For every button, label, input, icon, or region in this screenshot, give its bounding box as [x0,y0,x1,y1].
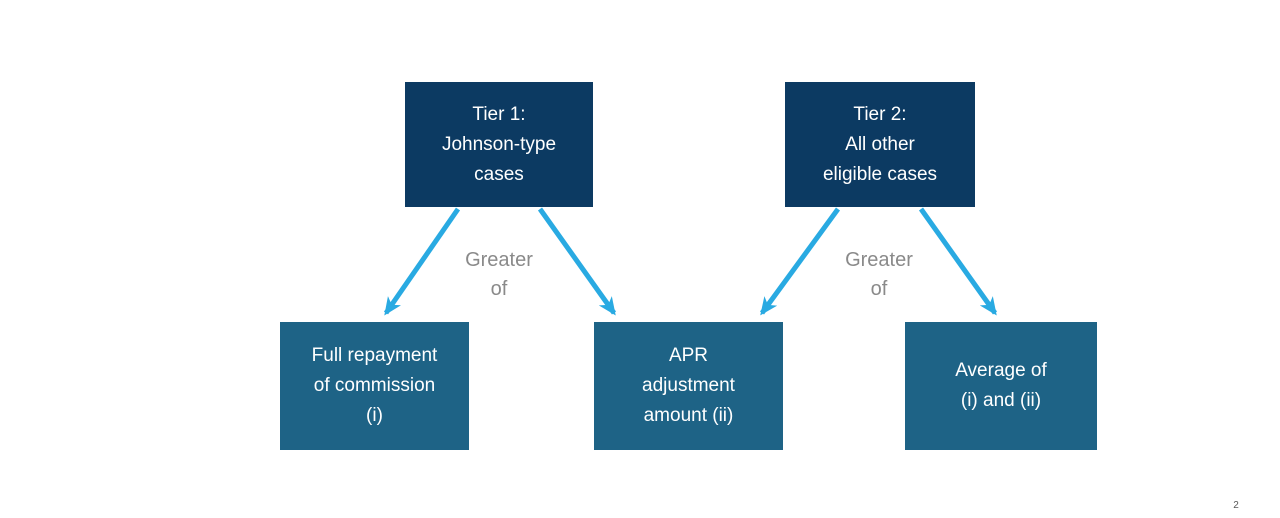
tier1-box: Tier 1: Johnson-type cases [405,82,593,207]
greater-of-label-tier2: Greater of [845,249,913,300]
outcome-box-apr-adjustment: APR adjustment amount (ii) [594,322,783,450]
page-number: 2 [1233,500,1239,511]
outcome-box-full-repayment: Full repayment of commission (i) [280,322,469,450]
greater-of-label-tier1: Greater of [465,249,533,300]
tier2-box: Tier 2: All other eligible cases [785,82,975,207]
outcome-box-average: Average of (i) and (ii) [905,322,1097,450]
